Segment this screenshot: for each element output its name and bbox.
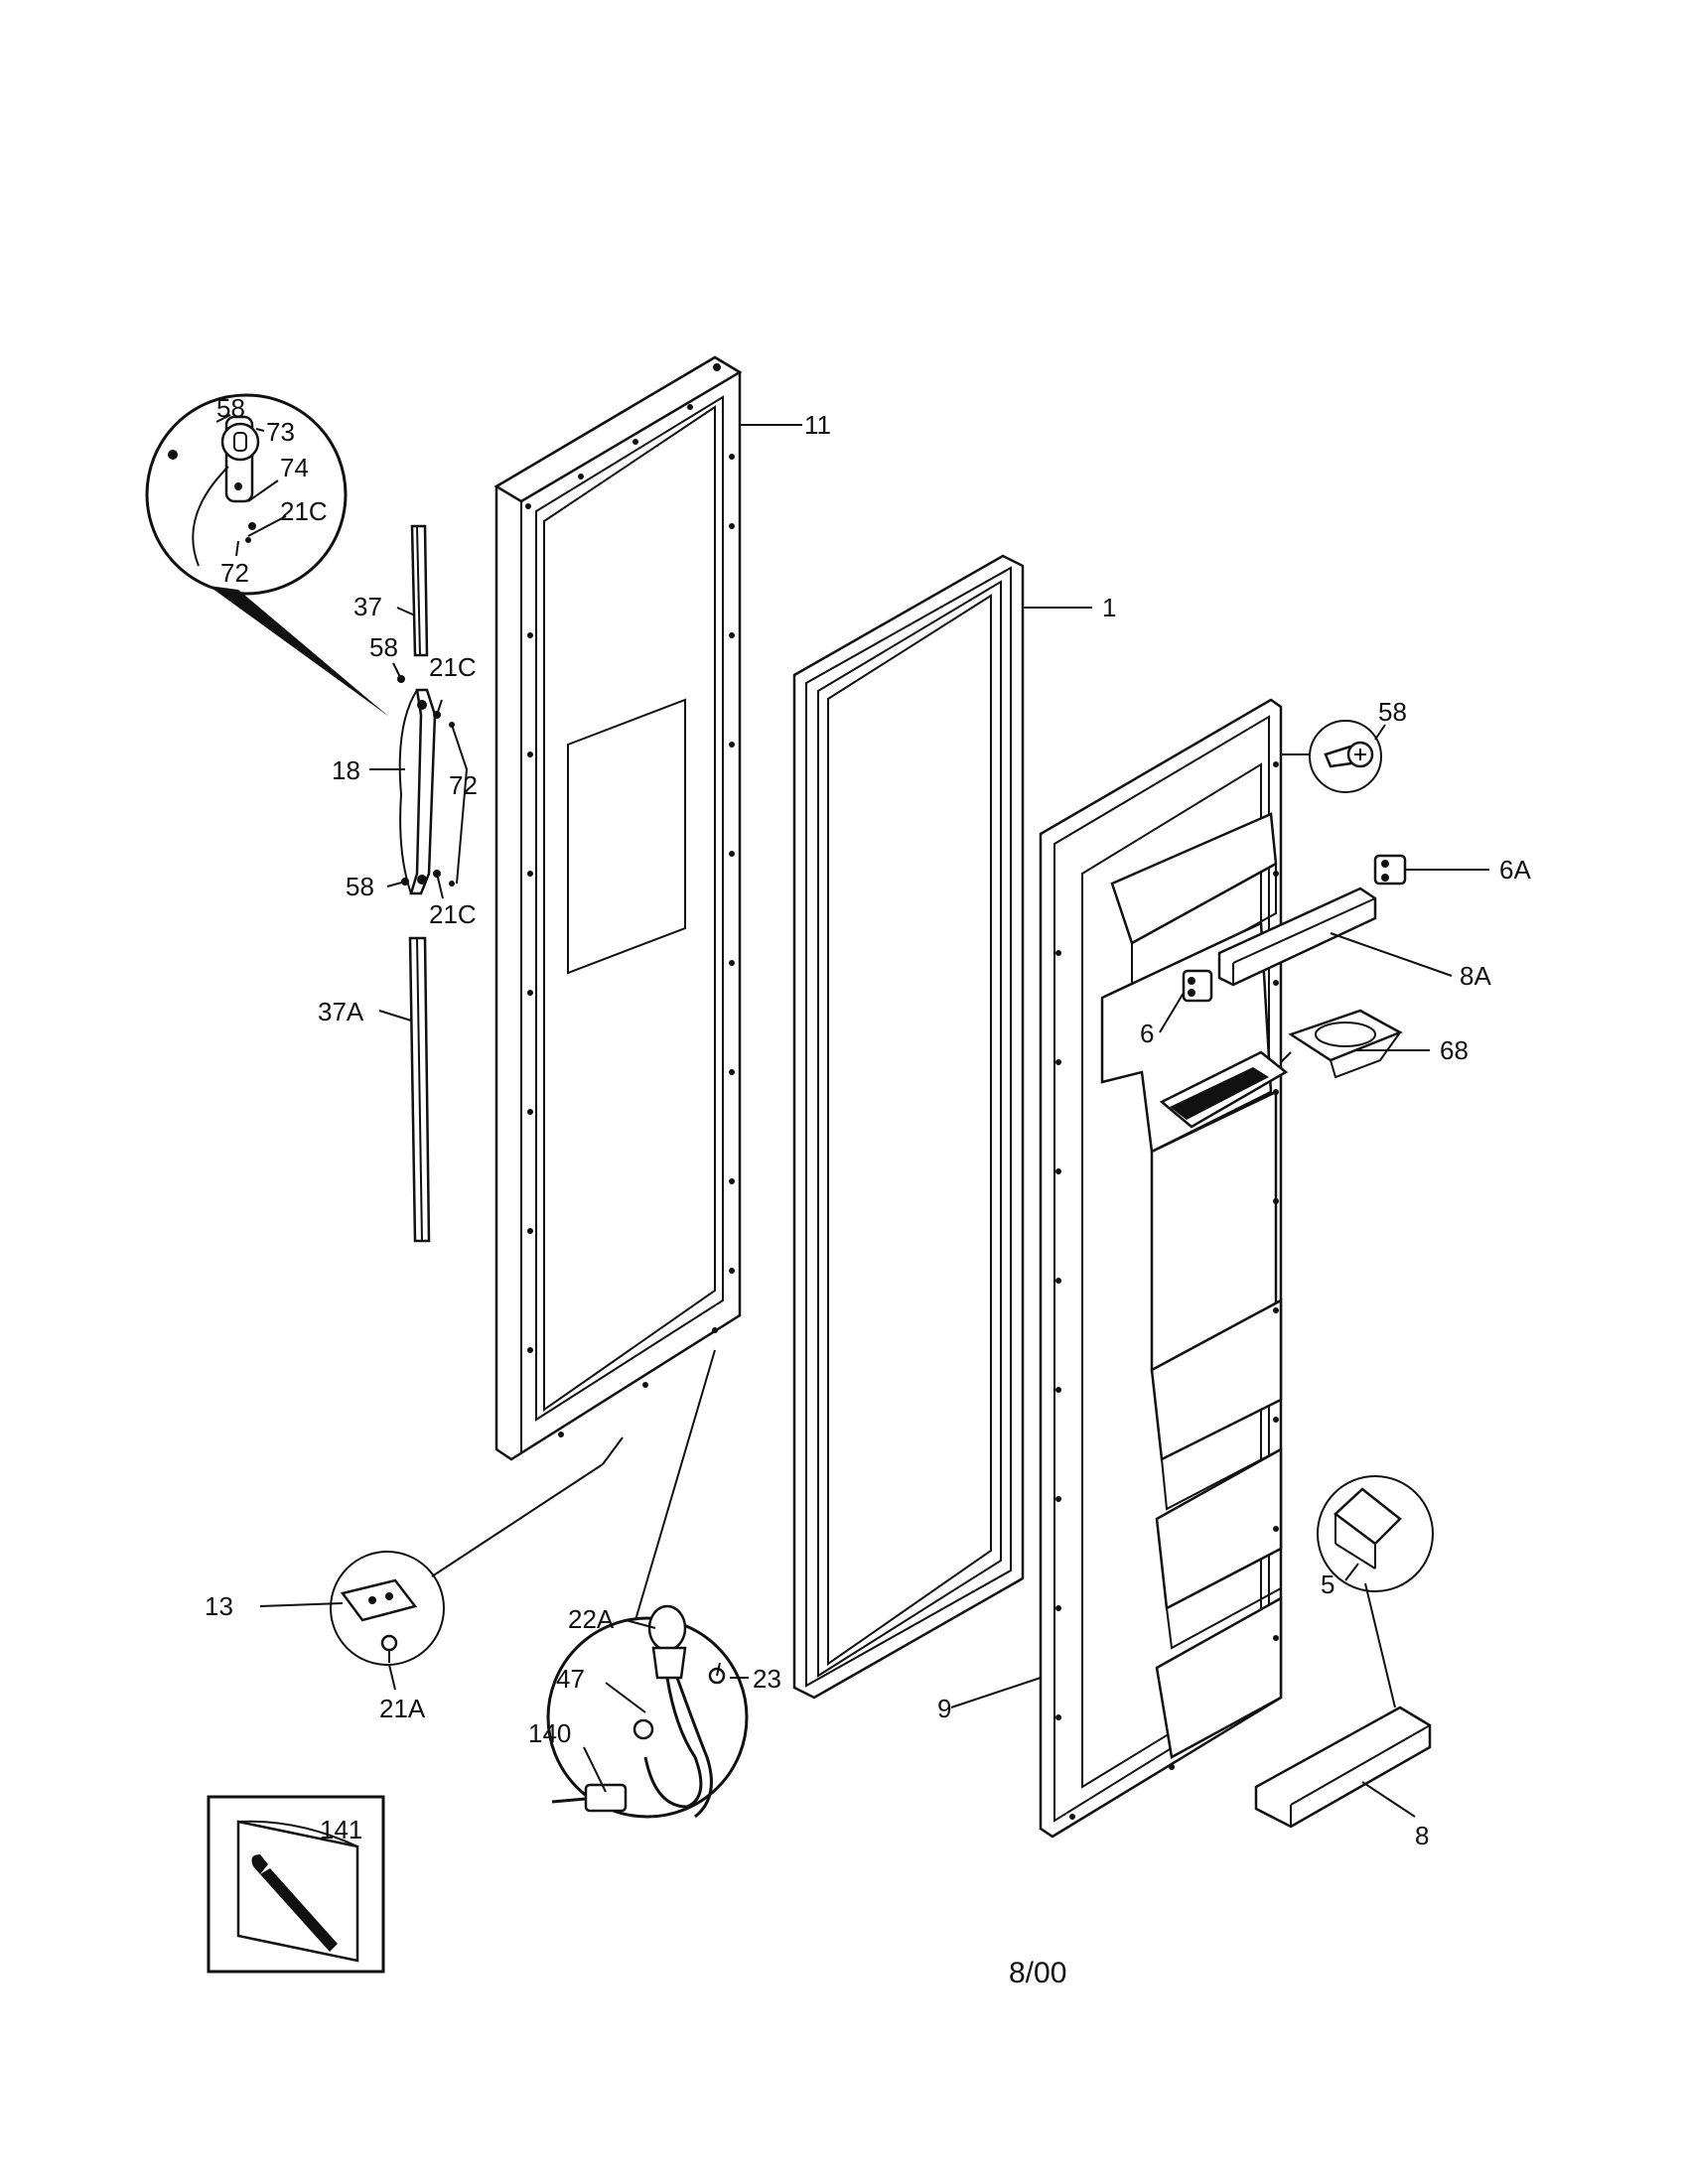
door-outer-frame [493,355,743,1461]
revision-date: 8/00 [1009,1957,1066,1989]
label-box-141 [207,1795,385,1974]
label-68: 68 [1440,1035,1469,1065]
label-8: 8 [1415,1821,1429,1850]
bar-8a [1217,887,1377,987]
frame-screw-holes [525,404,735,1437]
label-23: 23 [753,1664,781,1694]
label-13: 13 [205,1591,233,1621]
label-58-inset: 58 [216,393,245,423]
handle-trim-37 [410,524,429,657]
cup-68 [1288,1009,1403,1079]
label-21c-upper: 21C [429,652,477,682]
label-21c-inset: 21C [280,496,328,526]
label-47: 47 [556,1664,585,1694]
door-inner-liner [1039,698,1289,1839]
label-22a: 22A [568,1604,615,1634]
label-21a: 21A [379,1694,426,1723]
handle-trim-37a [408,936,431,1243]
screw-inset-58 [1309,720,1382,793]
handle-18 [398,688,437,895]
label-37: 37 [353,592,382,621]
label-18: 18 [332,755,360,785]
label-5: 5 [1321,1570,1334,1599]
label-140: 140 [528,1718,571,1748]
label-21c-lower: 21C [429,899,477,929]
label-58-lower: 58 [346,872,374,901]
label-141: 141 [320,1815,362,1844]
label-74: 74 [280,453,309,482]
door-gasket [792,554,1025,1700]
bar-8 [1254,1706,1432,1829]
label-58-right: 58 [1378,697,1407,727]
bin-clip-inset-5 [1317,1475,1434,1592]
switch-inset-22a [546,1604,749,1819]
label-1: 1 [1102,593,1116,622]
label-72: 72 [449,770,478,800]
label-72-inset: 72 [220,558,249,588]
label-37a: 37A [318,997,364,1026]
label-9: 9 [937,1694,951,1723]
label-11: 11 [804,410,831,440]
label-8a: 8A [1460,961,1491,991]
label-73: 73 [266,417,295,447]
label-6a: 6A [1499,855,1531,885]
clip-6a [1373,854,1407,886]
hinge-detail-inset [145,393,389,717]
part-labels: 11 1 58 73 74 21C 72 37 58 21C 18 72 58 … [205,393,1531,1850]
bracket-inset-13 [330,1551,445,1666]
clip-6 [1182,969,1213,1003]
liner-screw-holes [1055,761,1279,1820]
label-6: 6 [1140,1019,1154,1048]
leader-lines [215,414,1489,1818]
label-58-upper: 58 [369,632,398,662]
